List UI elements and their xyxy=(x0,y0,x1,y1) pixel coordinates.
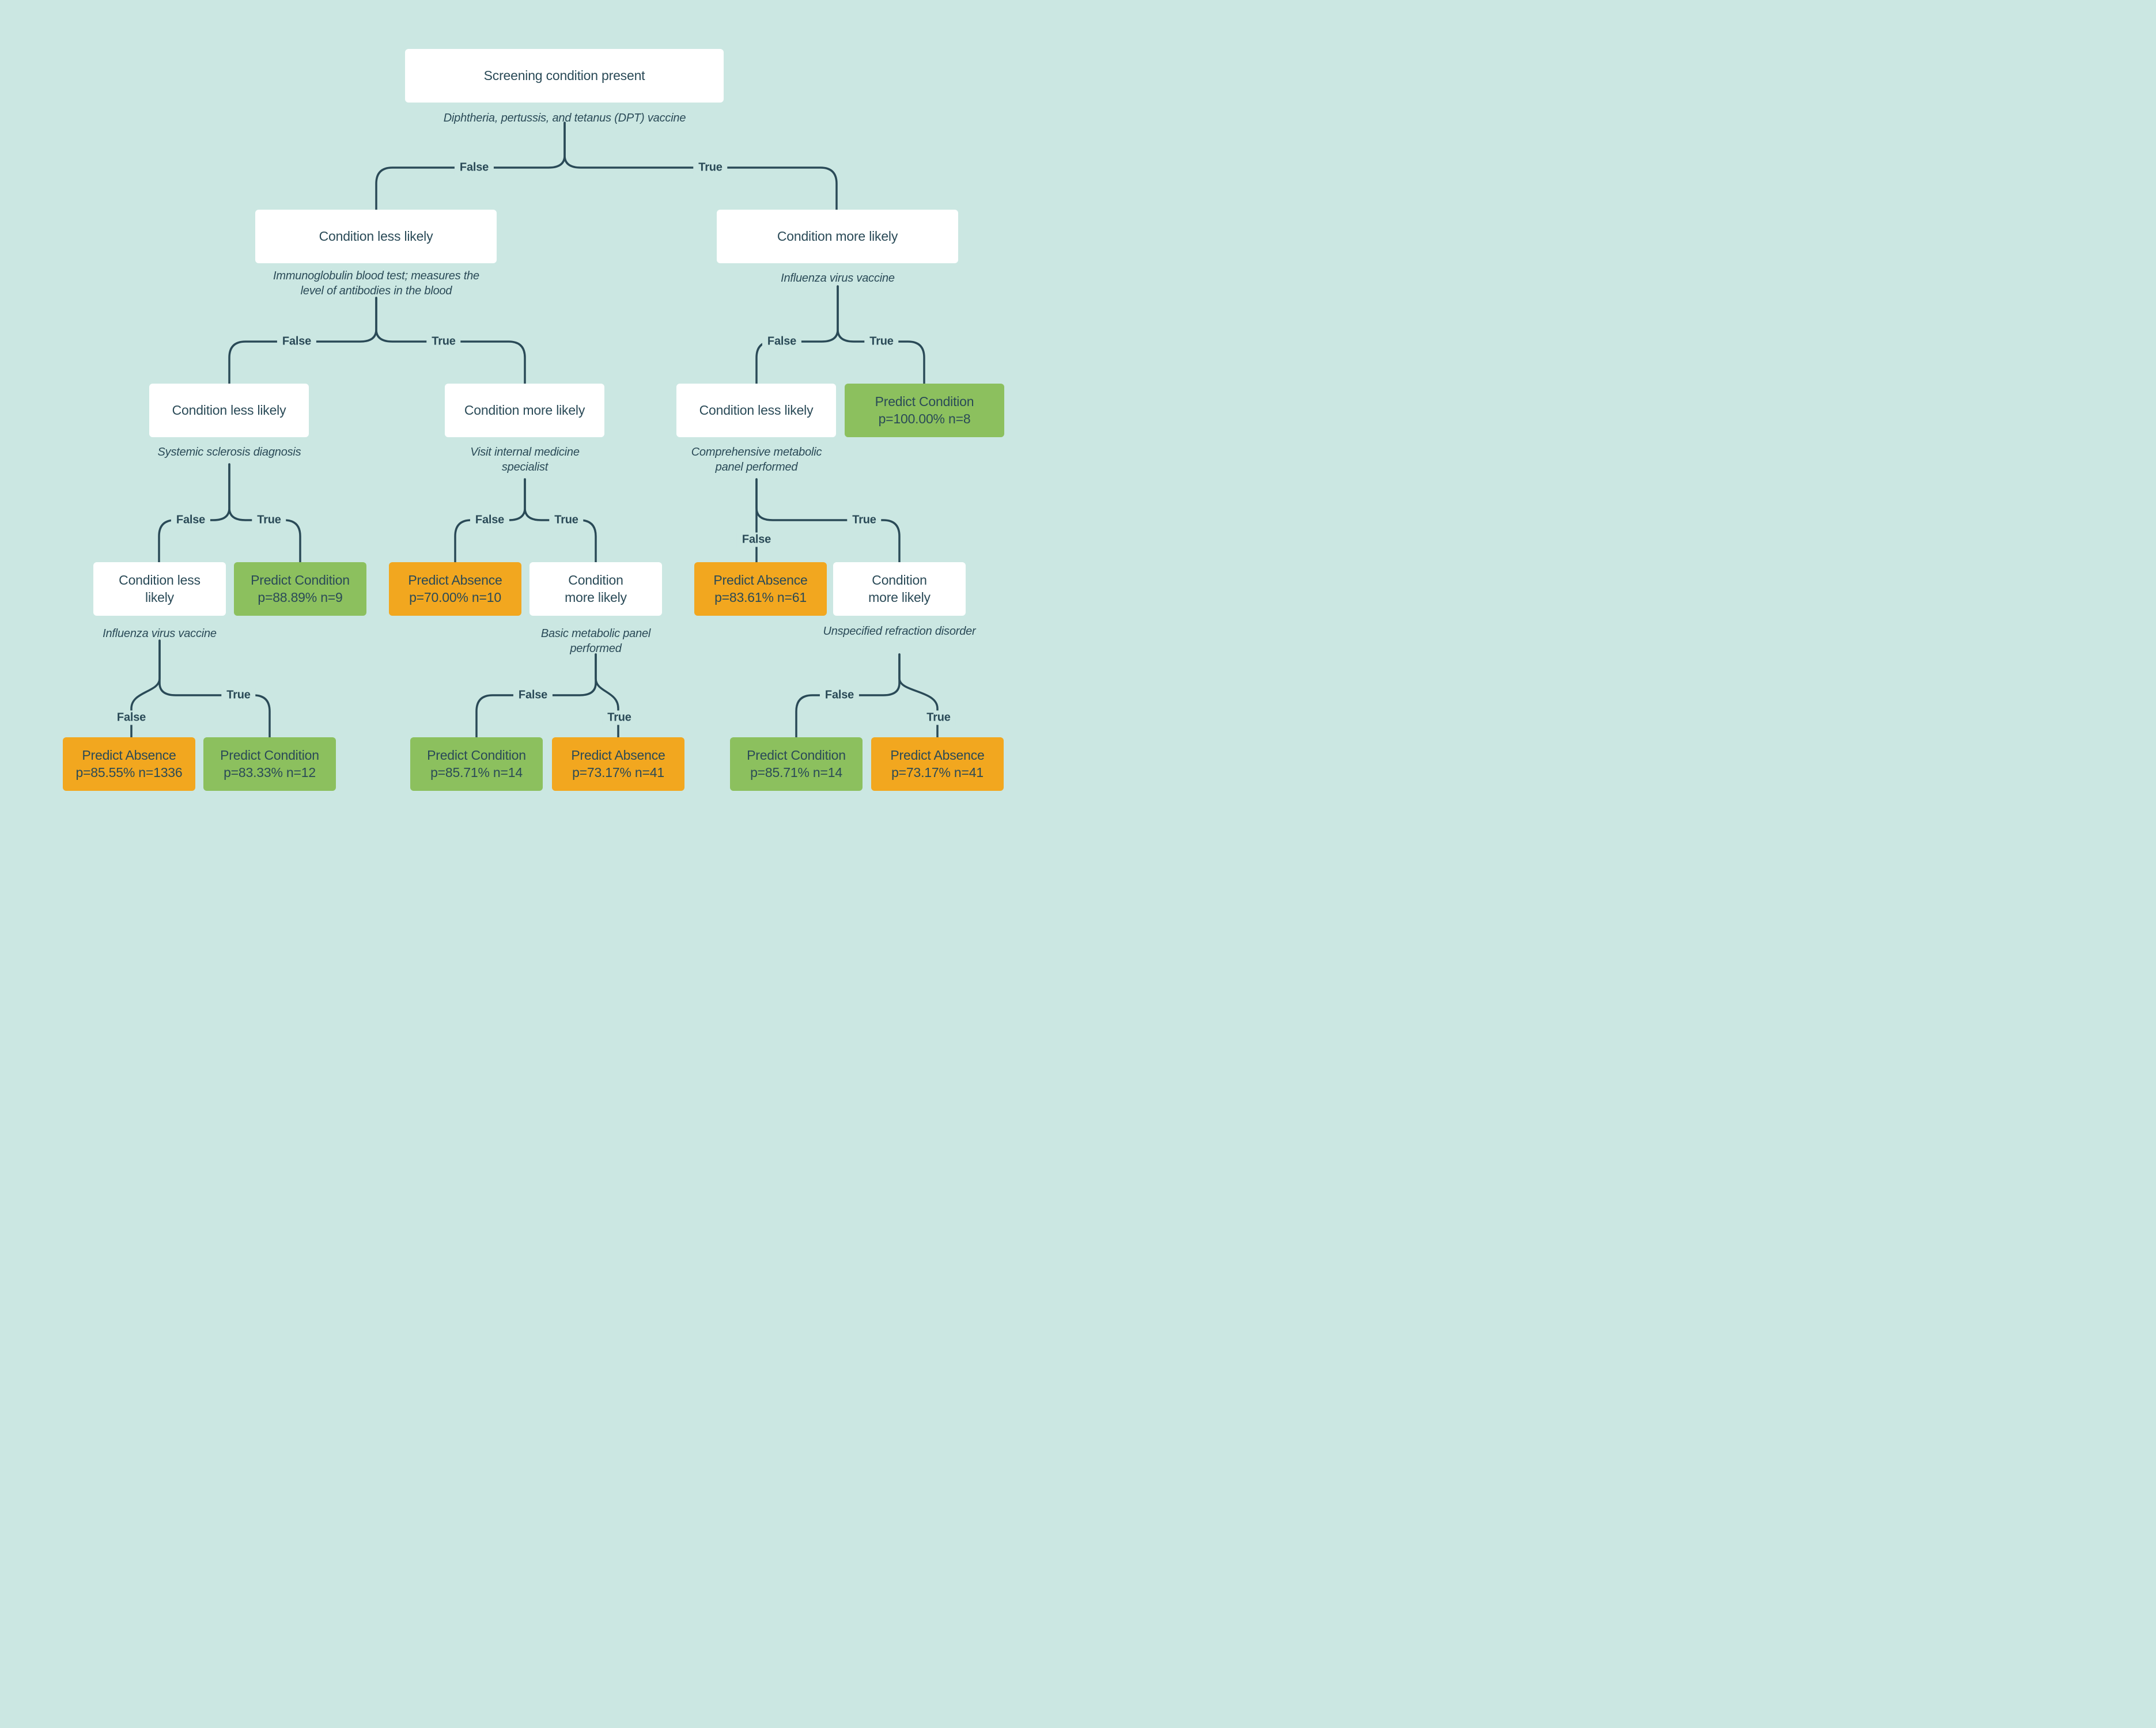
leaf-node-predict-condition: Predict Condition p=88.89% n=9 xyxy=(234,562,366,616)
node-label: Condition less likely xyxy=(172,402,286,418)
edge-label-false: False xyxy=(277,334,317,349)
edge-label-true: True xyxy=(847,513,882,528)
split-feature-caption-l4-mid: Basic metabolic panel performed xyxy=(540,627,651,655)
leaf-node-predict-absence: Predict Absence p=85.55% n=1336 xyxy=(63,737,195,791)
split-feature-caption-l3-mid: Visit internal medicine specialist xyxy=(470,446,580,473)
split-feature-caption-l3-left: Systemic sclerosis diagnosis xyxy=(157,446,301,458)
leaf-node-predict-condition: Predict Condition p=83.33% n=12 xyxy=(203,737,336,791)
edge-label-false: False xyxy=(762,334,802,349)
leaf-label: Predict Condition xyxy=(220,748,319,763)
split-feature-caption-l3-right: Comprehensive metabolic panel performed xyxy=(691,446,822,473)
tree-node-l3-left: Condition less likely xyxy=(149,384,309,437)
leaf-node-predict-condition: Predict Condition p=85.71% n=14 xyxy=(410,737,543,791)
split-feature-caption-l2-left: Immunoglobulin blood test; measures the … xyxy=(273,270,479,297)
edge-label-true: True xyxy=(921,710,956,725)
leaf-stats: p=85.71% n=14 xyxy=(750,764,842,780)
edge-label-false: False xyxy=(111,710,152,725)
edge-label-false: False xyxy=(819,688,860,703)
edge-label-true: True xyxy=(549,513,584,528)
leaf-node-predict-absence: Predict Absence p=73.17% n=41 xyxy=(871,737,1004,791)
leaf-label: Predict Absence xyxy=(408,573,502,588)
leaf-label: Predict Condition xyxy=(875,394,974,410)
tree-node-l4-right: Condition more likely xyxy=(833,562,966,616)
edge-label-true: True xyxy=(252,513,286,528)
split-feature-caption-l4-right: Unspecified refraction disorder xyxy=(823,625,976,638)
node-label: Condition less likely xyxy=(699,402,814,418)
leaf-stats: p=83.33% n=12 xyxy=(224,764,316,780)
decision-tree-diagram: Screening condition present Diphtheria, … xyxy=(0,0,1078,864)
node-label: Condition more likely xyxy=(777,228,898,244)
leaf-label: Predict Condition xyxy=(747,748,846,763)
edge-label-false: False xyxy=(736,532,777,547)
leaf-node-predict-condition: Predict Condition p=100.00% n=8 xyxy=(845,384,1004,437)
edge-label-true: True xyxy=(221,688,256,703)
leaf-node-predict-absence: Predict Absence p=83.61% n=61 xyxy=(694,562,827,616)
leaf-label: Predict Absence xyxy=(82,748,176,763)
node-label: Screening condition present xyxy=(483,67,645,83)
split-feature-caption-l4-left: Influenza virus vaccine xyxy=(103,627,217,640)
tree-node-l2-right: Condition more likely xyxy=(717,210,958,263)
leaf-label: Predict Condition xyxy=(427,748,526,763)
tree-node-l4-mid: Condition more likely xyxy=(529,562,662,616)
leaf-stats: p=88.89% n=9 xyxy=(258,589,343,605)
tree-node-l4-left: Condition less likely xyxy=(93,562,226,616)
edge-label-true: True xyxy=(426,334,461,349)
leaf-label: Predict Absence xyxy=(571,748,665,763)
leaf-stats: p=100.00% n=8 xyxy=(878,411,971,426)
tree-node-l3-mid: Condition more likely xyxy=(445,384,604,437)
edge-label-false: False xyxy=(513,688,553,703)
edge-label-false: False xyxy=(470,513,510,528)
node-label: Condition less likely xyxy=(319,228,433,244)
tree-node-l3-right: Condition less likely xyxy=(676,384,836,437)
tree-node-l2-left: Condition less likely xyxy=(255,210,497,263)
leaf-stats: p=85.71% n=14 xyxy=(430,764,523,780)
leaf-stats: p=83.61% n=61 xyxy=(714,589,807,605)
node-label: Condition more likely xyxy=(565,573,627,605)
leaf-label: Predict Absence xyxy=(890,748,985,763)
edge-label-true: True xyxy=(864,334,899,349)
leaf-node-predict-absence: Predict Absence p=73.17% n=41 xyxy=(552,737,684,791)
leaf-node-predict-condition: Predict Condition p=85.71% n=14 xyxy=(730,737,863,791)
node-label: Condition more likely xyxy=(868,573,931,605)
edge-label-false: False xyxy=(171,513,211,528)
leaf-stats: p=73.17% n=41 xyxy=(572,764,664,780)
tree-node-root: Screening condition present xyxy=(405,49,724,103)
edge-label-true: True xyxy=(693,160,728,175)
node-label: Condition more likely xyxy=(464,402,585,418)
leaf-stats: p=85.55% n=1336 xyxy=(75,764,183,780)
split-feature-caption-l2-right: Influenza virus vaccine xyxy=(781,272,895,285)
leaf-node-predict-absence: Predict Absence p=70.00% n=10 xyxy=(389,562,521,616)
node-label: Condition less likely xyxy=(119,573,201,605)
leaf-label: Predict Absence xyxy=(713,573,808,588)
leaf-stats: p=73.17% n=41 xyxy=(891,764,984,780)
leaf-label: Predict Condition xyxy=(251,573,350,588)
leaf-stats: p=70.00% n=10 xyxy=(409,589,501,605)
edge-label-false: False xyxy=(454,160,494,175)
edge-label-true: True xyxy=(602,710,637,725)
split-feature-caption-root: Diphtheria, pertussis, and tetanus (DPT)… xyxy=(443,112,686,124)
